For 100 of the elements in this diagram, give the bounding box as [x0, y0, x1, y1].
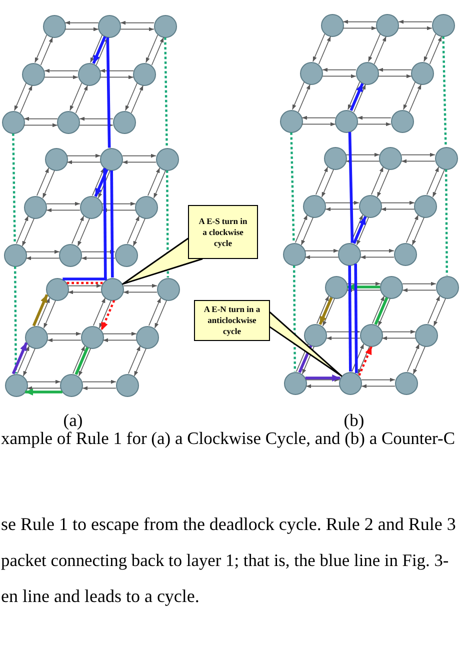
- link-arrow: [26, 250, 60, 254]
- link-arrow: [412, 346, 426, 374]
- route-arrow: [318, 297, 333, 325]
- dotted-line: [293, 266, 296, 372]
- link-arrow: [68, 290, 102, 294]
- callout-text: A E-S turn in a clockwise cycle: [198, 216, 248, 248]
- dotted-line: [14, 266, 17, 374]
- link-arrow: [130, 85, 144, 114]
- network-node: [282, 242, 306, 266]
- route-arrow: [25, 388, 62, 396]
- link-arrow: [300, 217, 314, 246]
- link-arrow: [342, 26, 377, 30]
- link-arrow: [36, 168, 50, 196]
- link-arrow: [151, 37, 164, 66]
- link-arrow: [342, 20, 377, 24]
- route-arrow: [12, 342, 28, 374]
- link-arrow: [401, 152, 436, 157]
- link-arrow: [26, 380, 61, 384]
- paragraph-line: packet connecting back to layer 1; that is, the blue line in Fig. 3-: [1, 550, 449, 570]
- link-arrow: [98, 170, 110, 198]
- link-arrow: [154, 300, 167, 328]
- link-arrow: [17, 346, 30, 374]
- network-node: [112, 110, 136, 134]
- link-arrow: [433, 298, 446, 326]
- link-arrow: [123, 290, 158, 294]
- link-arrow: [350, 214, 364, 243]
- network-node: [360, 324, 382, 346]
- network-node: [100, 148, 123, 170]
- link-arrow: [325, 200, 360, 205]
- link-arrow: [38, 298, 50, 326]
- route-line: [348, 132, 354, 243]
- link-arrow: [14, 82, 27, 111]
- route-arrow: [94, 169, 108, 197]
- paragraph-line: se Rule 1 to escape from the deadlock cycle. Rule 2 and Rule 3: [1, 514, 456, 534]
- link-arrow: [78, 348, 91, 376]
- network-node: [22, 62, 45, 86]
- link-arrow: [64, 27, 99, 32]
- link-arrow: [125, 82, 138, 111]
- route-arrow: [92, 36, 106, 64]
- network-node: [114, 244, 138, 266]
- link-arrow: [46, 208, 80, 212]
- callout-box: [194, 300, 270, 341]
- route-line: [103, 168, 107, 280]
- network-node: [394, 242, 416, 266]
- link-arrow: [357, 346, 370, 374]
- network-node: [339, 372, 362, 394]
- link-arrow: [100, 75, 134, 80]
- link-arrow: [378, 74, 412, 78]
- network-node: [390, 110, 414, 132]
- network-node: [57, 110, 80, 134]
- link-arrow: [123, 284, 158, 288]
- link-arrow: [407, 344, 420, 372]
- link-arrow: [326, 330, 360, 334]
- link-arrow: [402, 288, 436, 292]
- network-node: [4, 244, 26, 266]
- route-arrow: [350, 83, 364, 111]
- network-node: [98, 14, 121, 38]
- link-arrow: [92, 168, 105, 196]
- link-arrow: [322, 298, 335, 326]
- network-node: [280, 110, 302, 132]
- link-arrow: [98, 300, 112, 328]
- link-arrow: [120, 27, 154, 32]
- network-node: [434, 146, 458, 170]
- link-arrow: [346, 159, 380, 164]
- network-node: [78, 62, 100, 86]
- figure-caption: xample of Rule 1 for (a) a Clockwise Cycle, and (b) a Counter-C: [1, 428, 456, 448]
- network-node: [60, 374, 83, 396]
- link-arrow: [70, 82, 82, 111]
- link-arrow: [357, 116, 392, 120]
- link-arrow: [371, 166, 384, 195]
- network-node: [133, 62, 156, 86]
- network-node: [136, 326, 159, 348]
- link-arrow: [72, 346, 86, 374]
- link-arrow: [348, 82, 360, 110]
- link-arrow: [24, 123, 58, 128]
- network-node: [101, 278, 124, 300]
- link-arrow: [100, 68, 134, 73]
- link-arrow: [361, 384, 396, 388]
- link-arrow: [153, 170, 166, 198]
- link-arrow: [302, 116, 336, 120]
- link-arrow: [426, 166, 440, 195]
- link-arrow: [79, 116, 114, 121]
- link-arrow: [292, 82, 305, 110]
- network-node: [320, 14, 344, 36]
- network-node: [46, 278, 68, 300]
- link-arrow: [408, 84, 422, 112]
- network-node: [24, 196, 47, 218]
- dotted-line: [442, 36, 447, 147]
- link-arrow: [66, 154, 101, 158]
- link-arrow: [304, 255, 339, 260]
- dotted-arrow: [100, 300, 116, 331]
- route-arrow: [348, 284, 380, 290]
- network-node: [116, 374, 138, 396]
- link-arrow: [81, 256, 116, 260]
- link-arrow: [66, 160, 101, 164]
- link-arrow: [24, 116, 58, 121]
- link-arrow: [96, 37, 108, 66]
- link-arrow: [82, 386, 116, 390]
- route-line: [110, 170, 114, 278]
- network-node: [376, 14, 399, 36]
